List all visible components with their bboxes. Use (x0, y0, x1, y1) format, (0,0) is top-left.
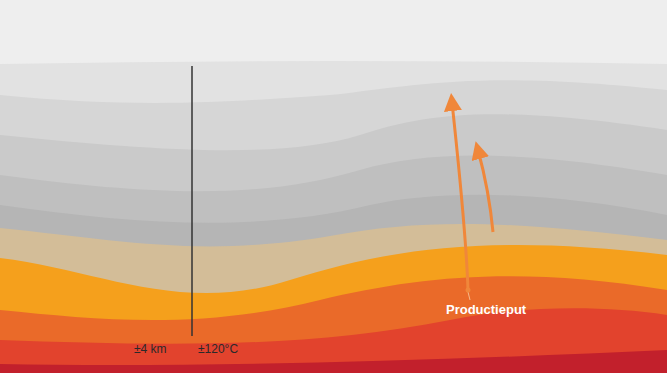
well-arrow (452, 102, 468, 290)
rock-layer (0, 224, 667, 373)
leader-line (468, 292, 470, 300)
well-bottom (466, 288, 471, 293)
rock-layer (0, 61, 667, 373)
depth-line (191, 66, 193, 336)
rock-layer (0, 80, 667, 373)
rock-layer (0, 114, 667, 373)
rock-layer (0, 156, 667, 373)
well-label: Productieput (446, 302, 526, 317)
rock-layer (0, 308, 667, 373)
rock-layer (0, 350, 667, 373)
depth-label: ±4 km (134, 342, 167, 356)
rock-layer (0, 276, 667, 373)
depth-label: ±120°C (198, 342, 238, 356)
well-arrow (478, 150, 493, 232)
rock-layer (0, 195, 667, 373)
reservoir-layer (0, 245, 667, 373)
